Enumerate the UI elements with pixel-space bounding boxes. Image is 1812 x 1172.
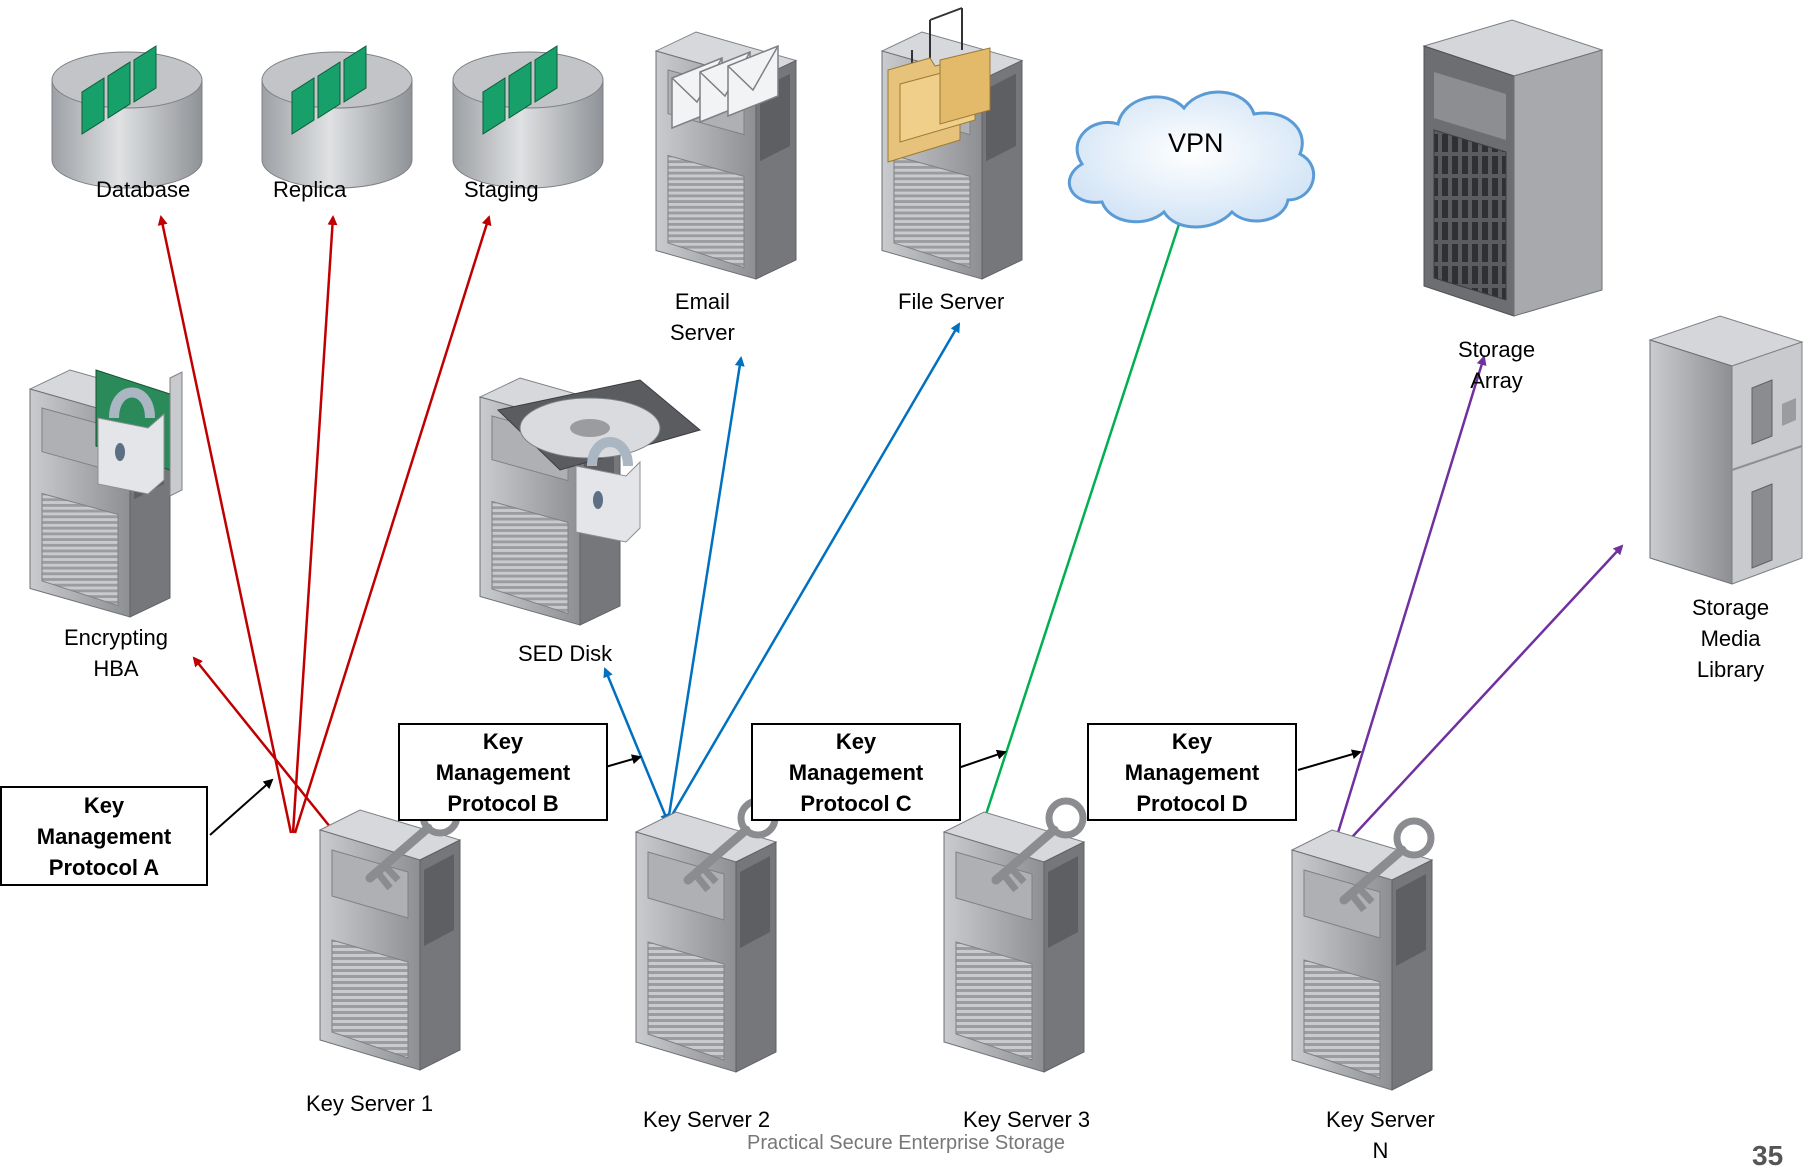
key-server-1-label: Key Server 1 xyxy=(306,1091,434,1116)
encrypting-hba-label: Encrypting HBA xyxy=(64,625,168,681)
line-ks1-replica xyxy=(291,215,338,834)
line-ksn-library xyxy=(1327,544,1624,864)
line-ksn-array xyxy=(1326,355,1487,864)
key-server-3-label: Key Server 3 xyxy=(963,1107,1091,1132)
pointer-protocol-a xyxy=(209,778,274,836)
pointer-protocol-d xyxy=(1297,749,1362,771)
protocol-c-label: Key Management Protocol C xyxy=(788,728,924,816)
replica-icon xyxy=(261,45,413,189)
line-ks2-email xyxy=(666,356,745,823)
database-icon xyxy=(51,45,203,189)
replica-label: Replica xyxy=(273,177,347,202)
storage-array-label: Storage Array xyxy=(1458,337,1536,393)
encrypting-hba-icon xyxy=(29,369,183,618)
pointer-protocol-c xyxy=(957,749,1007,769)
protocol-a-box: Key Management Protocol A xyxy=(0,786,208,886)
vpn-label: VPN xyxy=(1168,128,1224,158)
key-server-2-label: Key Server 2 xyxy=(643,1107,771,1132)
staging-icon xyxy=(452,45,604,189)
database-label: Database xyxy=(96,177,191,202)
file-server-label: File Server xyxy=(898,289,1005,314)
email-server-icon xyxy=(655,31,797,280)
protocol-b-label: Key Management Protocol B xyxy=(435,728,571,816)
key-server-2-icon xyxy=(635,801,776,1073)
line-ks1-database xyxy=(157,215,293,834)
storage-array-icon xyxy=(1422,19,1604,317)
email-server-label: Email Server xyxy=(670,289,735,345)
sed-disk-label: SED Disk xyxy=(518,641,613,666)
protocol-d-label: Key Management Protocol D xyxy=(1124,728,1260,816)
sed-disk-icon xyxy=(479,377,702,626)
staging-label: Staging xyxy=(464,177,539,202)
protocol-b-box: Key Management Protocol B xyxy=(398,723,608,821)
key-server-n-label: Key Server N xyxy=(1326,1107,1435,1163)
protocol-a-label: Key Management Protocol A xyxy=(36,792,172,880)
key-server-3-icon xyxy=(943,801,1084,1073)
line-ks1-hba xyxy=(192,656,337,835)
key-server-1-icon xyxy=(319,799,460,1071)
vpn-cloud-icon xyxy=(1067,90,1316,229)
page-number: 35 xyxy=(1752,1140,1784,1171)
file-server-icon xyxy=(881,7,1023,280)
protocol-d-box: Key Management Protocol D xyxy=(1087,723,1297,821)
footer-text: Practical Secure Enterprise Storage xyxy=(747,1132,1065,1154)
protocol-c-box: Key Management Protocol C xyxy=(751,723,961,821)
storage-media-library-icon xyxy=(1648,315,1804,585)
key-server-n-icon xyxy=(1291,821,1432,1091)
storage-media-library-label: Storage Media Library xyxy=(1692,595,1770,682)
line-ks2-file xyxy=(666,322,961,823)
line-ks3-vpn xyxy=(972,213,1185,850)
line-ks2-sed xyxy=(603,667,670,824)
